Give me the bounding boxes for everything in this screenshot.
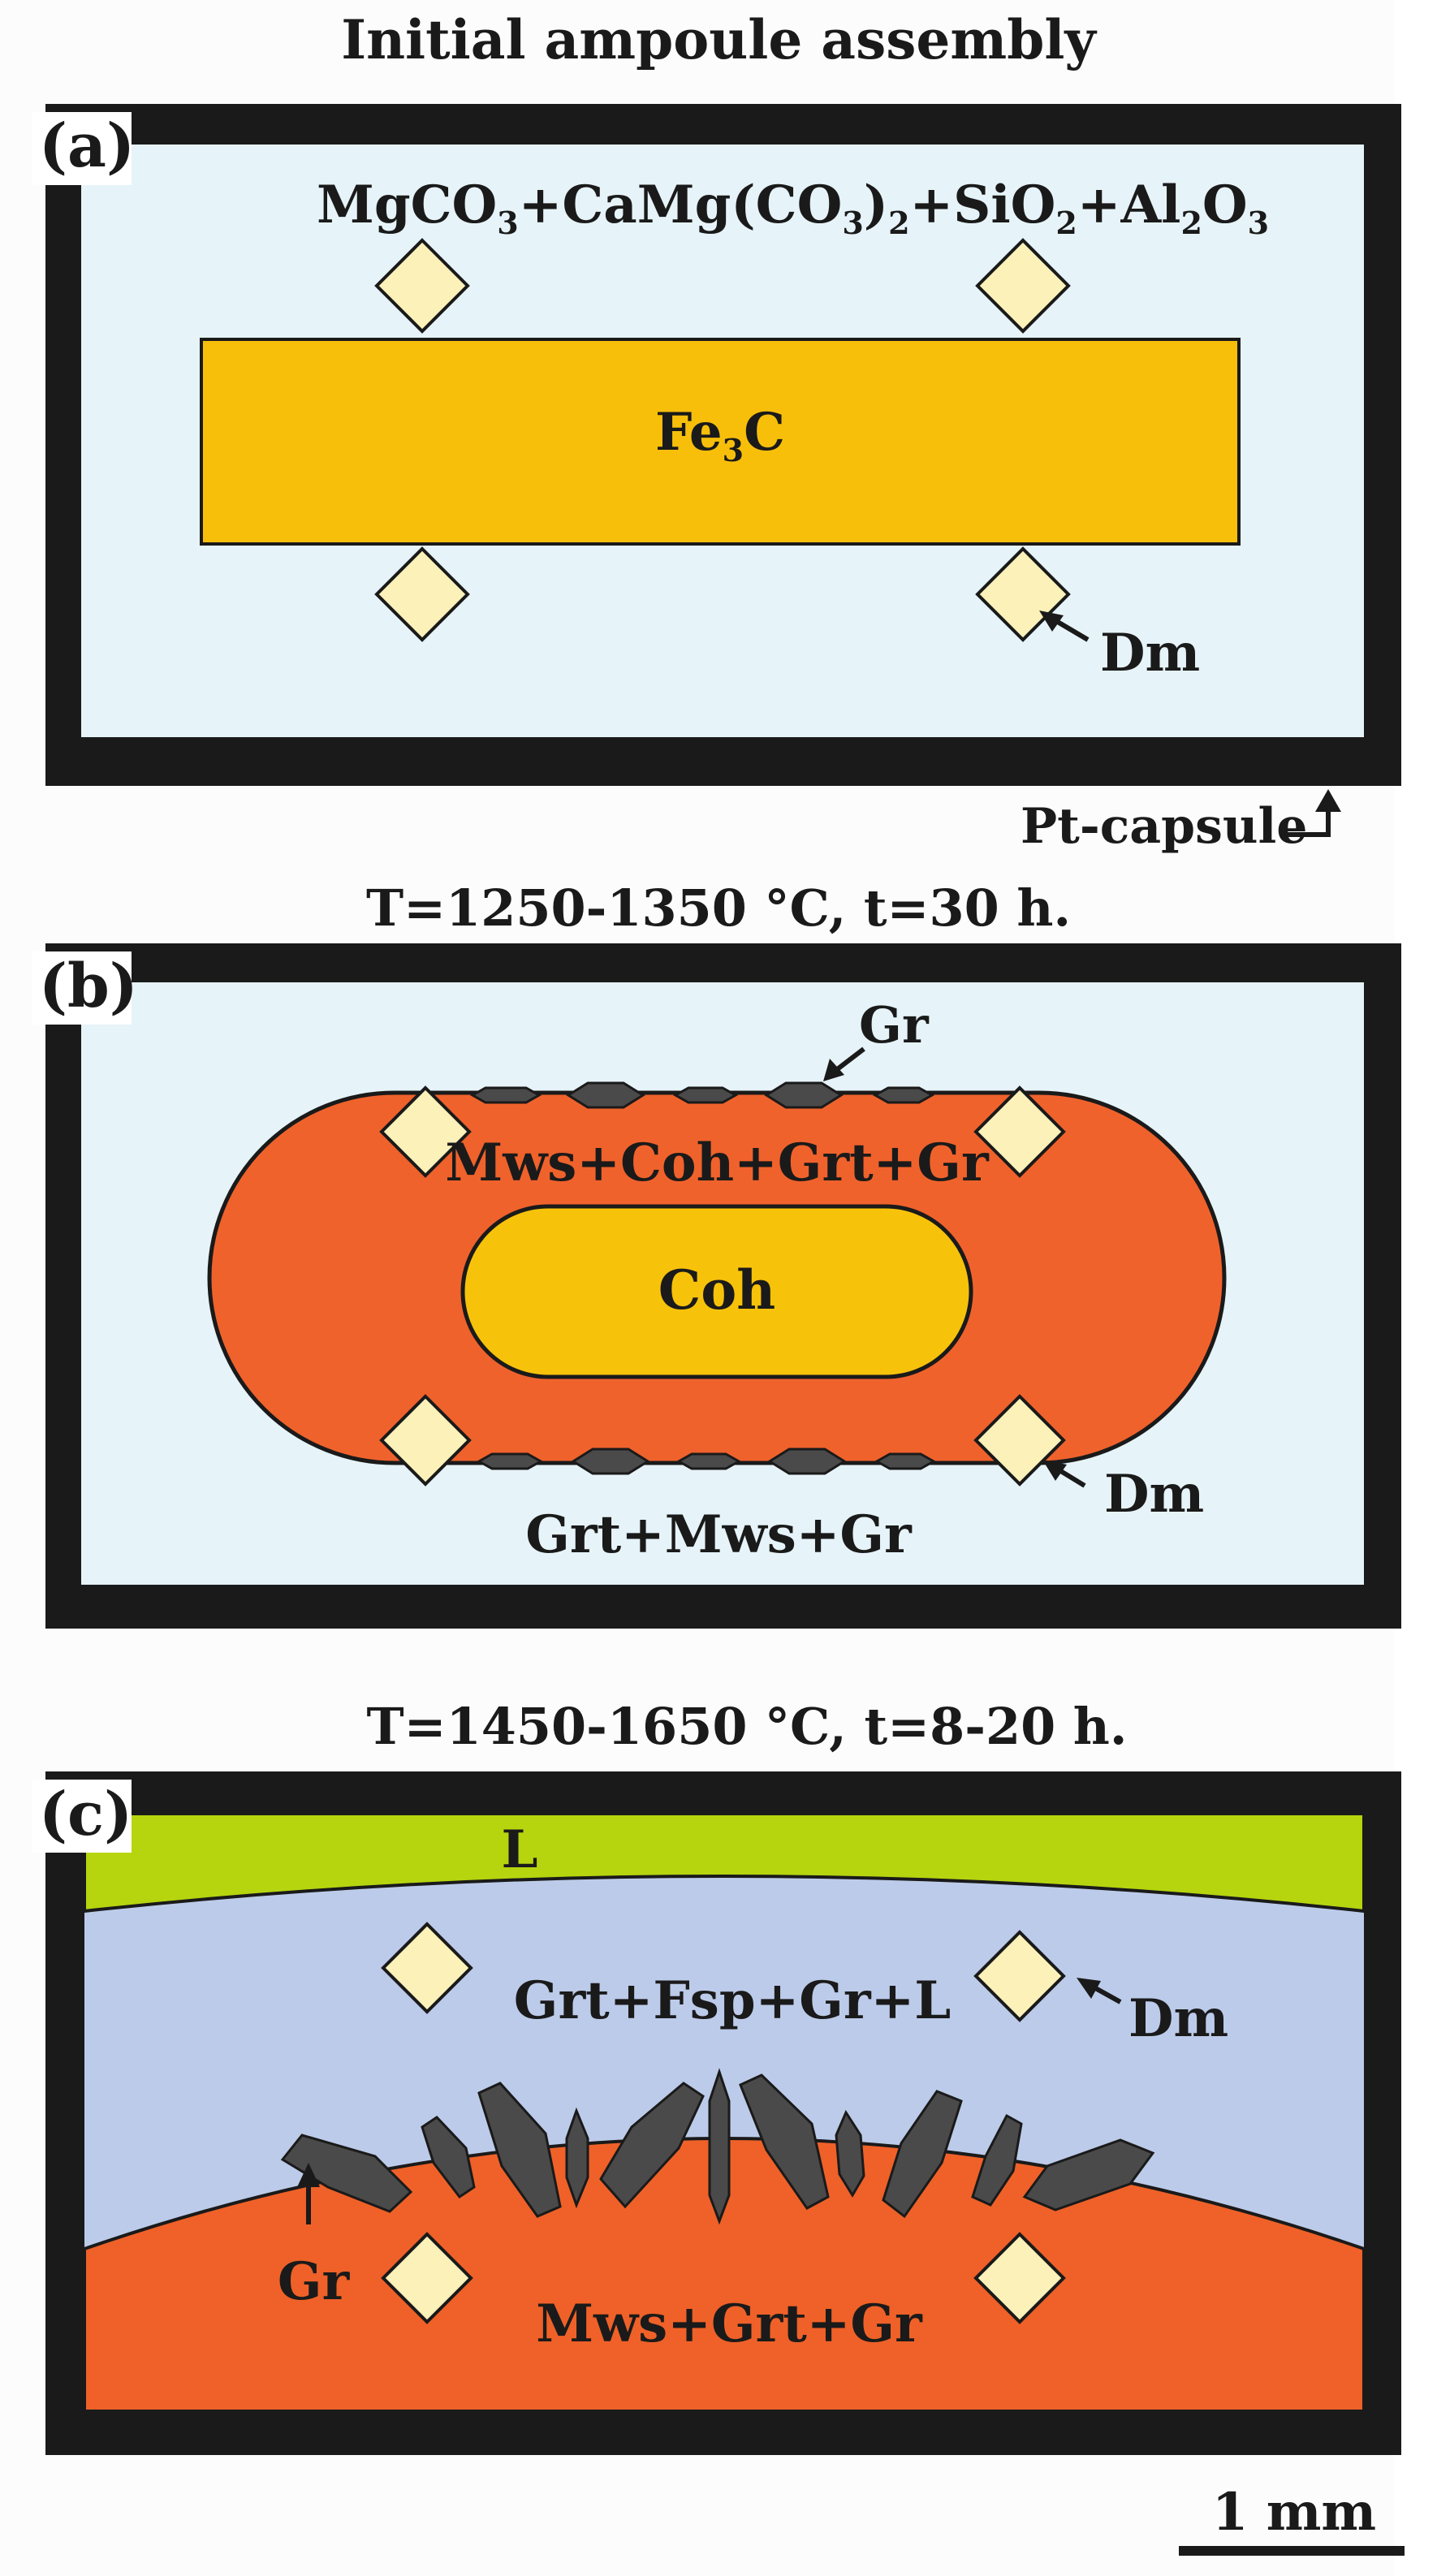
arrowhead-icon (823, 1059, 844, 1081)
diamond-seed-icon (381, 1922, 473, 2014)
diamond-seeds-a (374, 238, 1071, 642)
graphite-crystal (874, 1452, 937, 1470)
graphite-crystal (477, 2082, 562, 2218)
pt-capsule-label: Pt-capsule (1021, 798, 1307, 855)
core-label-b: Coh (658, 1258, 776, 1322)
arrowhead-icon (1077, 1978, 1101, 1999)
diamond-seed-icon (973, 1085, 1066, 1178)
graphite-crystal (476, 1452, 544, 1470)
dm-label-b: Dm (1104, 1464, 1204, 1525)
panel-label-a: (a) (39, 111, 135, 181)
graphite-crust-bottom (476, 1448, 937, 1475)
graphite-crystal (872, 1086, 935, 1104)
diamond-seed-icon (374, 546, 470, 642)
graphite-crust-top (469, 1081, 935, 1109)
graphite-crystals-c (280, 2068, 1155, 2225)
panel-b-conditions: T=1250-1350 °C, t=30 h. (366, 878, 1071, 938)
melt-layer (83, 1812, 1366, 1914)
arrowhead-icon (1039, 611, 1064, 632)
diamond-seeds-c (381, 1922, 1066, 2324)
graphite-crystal (565, 2107, 589, 2209)
scale-bar-line (1179, 2546, 1405, 2556)
panel-c-conditions: T=1450-1650 °C, t=8-20 h. (367, 1697, 1128, 1756)
diamond-seed-icon (973, 2232, 1066, 2324)
diamond-seeds-b (379, 1085, 1066, 1486)
graphite-crystal (708, 2068, 731, 2225)
diamond-seed-icon (381, 2232, 473, 2324)
panel-a: (a) MgCO3+CaMg(CO3)2+SiO2+Al2O3 Fe3C Dm … (32, 104, 1401, 855)
below-phases-label: Grt+Mws+Gr (525, 1504, 913, 1565)
graphite-crystal (971, 2113, 1023, 2207)
graphite-crystal (571, 1448, 650, 1475)
rim-phases-label: Mws+Coh+Grt+Gr (445, 1133, 990, 1193)
panel-b: (b) Gr Mws+Coh+Grt+Gr Coh (32, 943, 1401, 1629)
gr-label-b: Gr (859, 995, 930, 1055)
graphite-crystal (675, 1452, 742, 1470)
panel-label-box-b (32, 951, 132, 1025)
arrowhead-icon (297, 2163, 320, 2187)
fe3c-label: Fe3C (655, 402, 785, 468)
cohenite-core (460, 1204, 973, 1379)
melt-label: L (502, 1819, 538, 1880)
graphite-crystal (1022, 2138, 1155, 2211)
graphite-crystal (835, 2109, 865, 2198)
lower-phases-label: Mws+Grt+Gr (536, 2293, 923, 2354)
panel-c: (c) L Grt+Fsp+Gr+L Dm Gr Mws+ (32, 1771, 1401, 2455)
graphite-crystal (566, 1081, 645, 1109)
diamond-seed-icon (973, 1394, 1066, 1486)
fe3c-block (200, 338, 1241, 546)
graphite-crystal (882, 2090, 963, 2219)
figure-title: Initial ampoule assembly (341, 8, 1097, 71)
panel-label-box-a (32, 112, 132, 185)
graphite-crystal (469, 1086, 542, 1104)
graphite-crystal (767, 1448, 847, 1475)
scale-bar: 1 mm (1179, 2482, 1405, 2556)
panel-label-b: (b) (39, 951, 138, 1021)
diamond-seed-icon (975, 238, 1071, 334)
dm-label-a: Dm (1100, 623, 1200, 684)
panel-label-c: (c) (39, 1780, 132, 1849)
diamond-seed-icon (374, 238, 470, 334)
graphite-crystal (672, 1086, 739, 1104)
diamond-seed-icon (379, 1394, 472, 1486)
starting-mixture-label: MgCO3+CaMg(CO3)2+SiO2+Al2O3 (317, 175, 1269, 241)
graphite-crystal (421, 2116, 476, 2199)
pt-capsule-arrow (1287, 807, 1331, 837)
gr-label-c: Gr (278, 2251, 351, 2312)
gr-arrow-b (835, 1046, 865, 1072)
graphite-crystal (739, 2073, 830, 2210)
upper-phases-label: Grt+Fsp+Gr+L (514, 1970, 951, 2031)
arrowhead-icon (1315, 789, 1341, 812)
diamond-seed-icon (973, 1930, 1066, 2022)
diamond-seed-icon (379, 1085, 472, 1178)
graphite-crystal (764, 1081, 844, 1109)
panel-label-box-c (32, 1780, 132, 1853)
dm-label-c: Dm (1128, 1988, 1228, 2049)
arrowhead-icon (1042, 1460, 1067, 1481)
graphite-crystal (599, 2082, 705, 2209)
graphite-crystal (280, 2134, 413, 2213)
scale-bar-label: 1 mm (1212, 2482, 1376, 2543)
